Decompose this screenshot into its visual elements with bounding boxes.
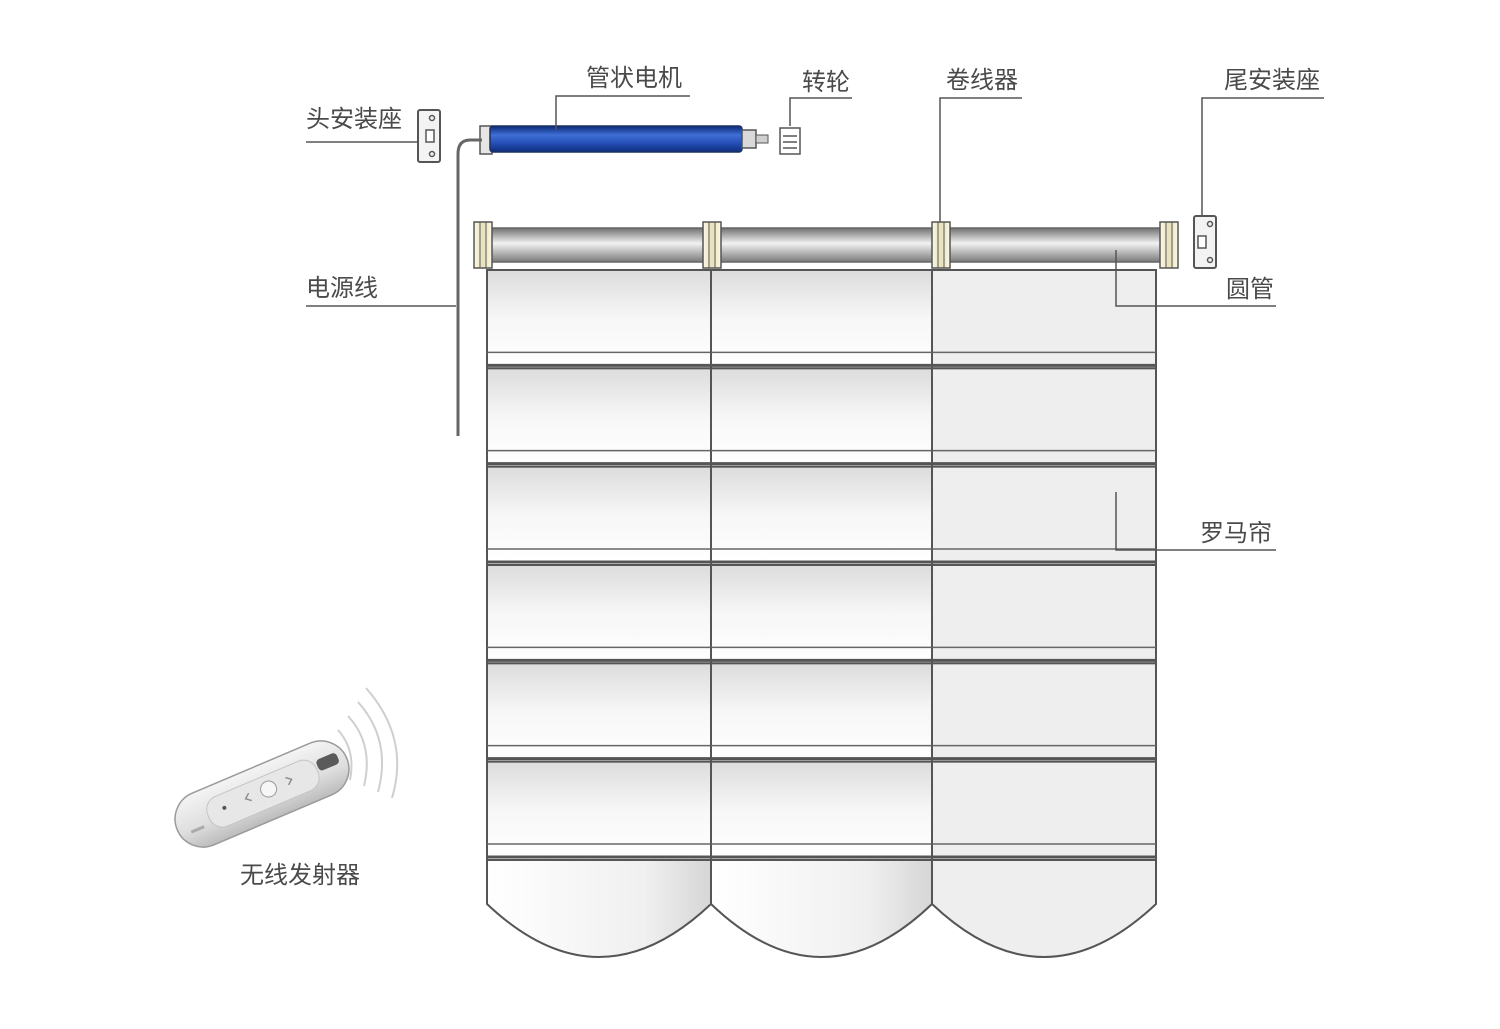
wireless-transmitter xyxy=(174,687,399,848)
winder-ring xyxy=(702,221,722,269)
label-roman-blind: 罗马帘 xyxy=(1200,519,1272,547)
blind-swag xyxy=(486,859,712,958)
blind-panel xyxy=(931,367,1157,468)
blind-panel xyxy=(486,465,712,566)
blind-panel xyxy=(931,269,1157,370)
tubular-motor xyxy=(479,125,769,155)
blind-panel xyxy=(710,269,933,370)
label-winder: 卷线器 xyxy=(946,66,1018,94)
blind-panel xyxy=(486,269,712,370)
winder-ring xyxy=(473,221,493,269)
blind-panel xyxy=(710,564,933,665)
label-head-bracket: 头安装座 xyxy=(306,105,402,133)
winder-ring xyxy=(1159,221,1179,269)
blind-panel xyxy=(486,564,712,665)
blind-swag xyxy=(710,859,933,958)
wheel xyxy=(779,127,801,155)
label-tubular-motor: 管状电机 xyxy=(586,64,682,92)
head-bracket xyxy=(417,109,441,163)
blind-panel xyxy=(931,662,1157,763)
round-tube xyxy=(485,227,1167,263)
blind-panel xyxy=(486,760,712,862)
label-round-tube: 圆管 xyxy=(1226,275,1274,303)
tail-bracket xyxy=(1193,215,1217,269)
label-tail-bracket: 尾安装座 xyxy=(1224,66,1320,94)
blind-panel xyxy=(710,662,933,763)
blind-panel xyxy=(710,367,933,468)
leader-lines xyxy=(306,95,1324,551)
blind-panel xyxy=(486,662,712,763)
blind-panel xyxy=(931,760,1157,862)
roman-blind xyxy=(486,269,1157,958)
blind-panel xyxy=(931,564,1157,665)
power-cord xyxy=(456,138,482,436)
blind-swag xyxy=(931,859,1157,958)
label-wheel: 转轮 xyxy=(802,68,850,96)
blind-panel xyxy=(710,465,933,566)
label-power-cord: 电源线 xyxy=(306,274,378,302)
label-wireless-transmitter: 无线发射器 xyxy=(240,861,360,889)
blind-panel xyxy=(486,367,712,468)
blind-panel xyxy=(710,760,933,862)
winder-ring xyxy=(931,221,951,269)
